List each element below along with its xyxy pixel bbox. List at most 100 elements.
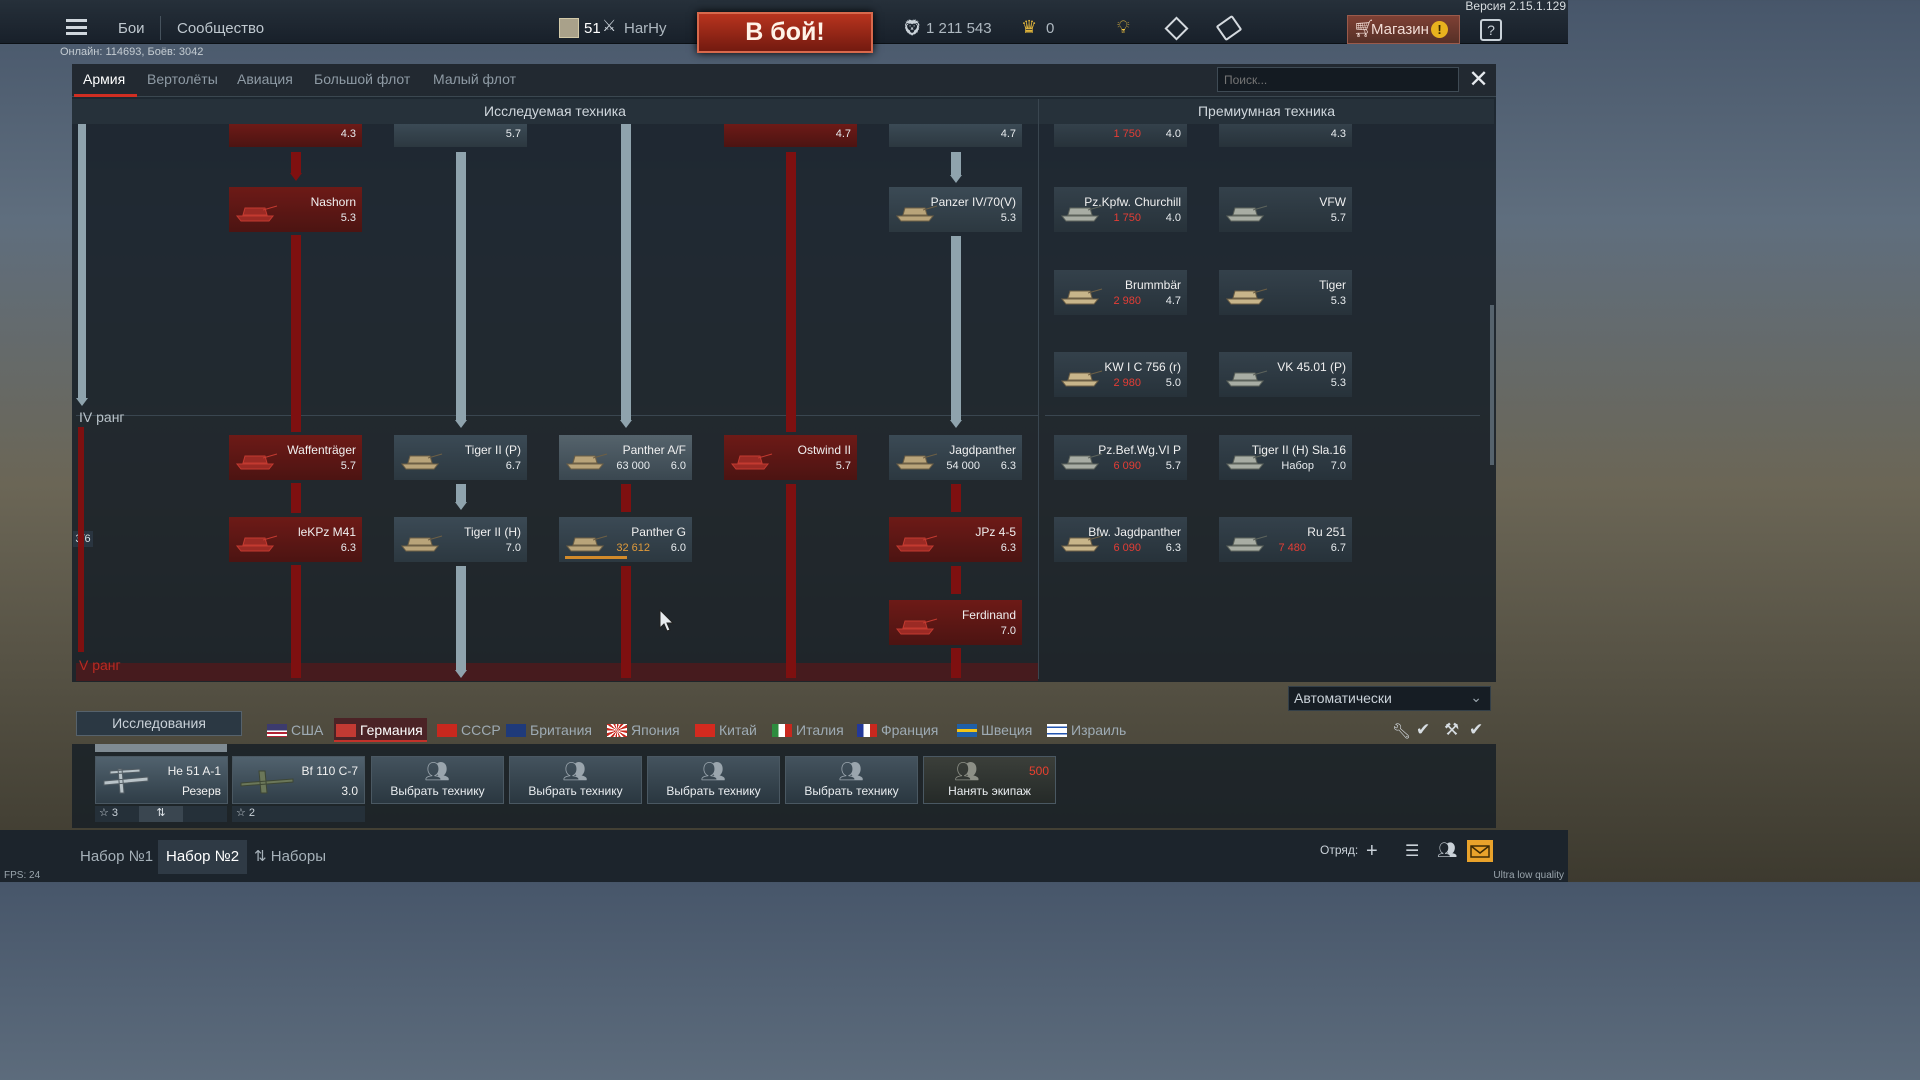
price: 2 980 [1113, 377, 1141, 389]
avatar[interactable] [559, 18, 579, 38]
connector-line [456, 484, 466, 502]
vehicle-name: Ferdinand [961, 608, 1016, 622]
premium-card-tiger[interactable]: Tiger 5.3 [1219, 270, 1352, 315]
vehicle-card-panther-af[interactable]: Panther A/F 63 000 6.0 [559, 435, 692, 480]
preset-1-tab[interactable]: Набор №1 [80, 848, 154, 865]
mail-icon[interactable] [1467, 840, 1493, 862]
country-italy[interactable]: Италия [772, 722, 844, 738]
crew-slot-mode-dropdown[interactable]: Автоматически ⌄ [1288, 686, 1491, 711]
premium-card-pz-bef-wg-vi-p[interactable]: Pz.Bef.Wg.VI P 6 090 5.7 [1054, 435, 1187, 480]
country-israel[interactable]: Израиль [1047, 722, 1126, 738]
vehicle-card-ferdinand[interactable]: Ferdinand 7.0 [889, 600, 1022, 645]
tab-aviation[interactable]: Авиация [237, 71, 293, 87]
hire-crew-label: Нанять экипаж [948, 784, 1031, 798]
country-britain[interactable]: Британия [506, 722, 592, 738]
usa-flag-icon [267, 724, 287, 737]
crew-slot-he51[interactable]: He 51 A-1 Резерв [95, 756, 228, 804]
premium-card-tiger-ii-h-sla16[interactable]: Tiger II (H) Sla.16 Набор 7.0 [1219, 435, 1352, 480]
premium-card-partial[interactable]: 4.3 [1219, 124, 1352, 147]
crew-silhouette-icon: 👥︎ [838, 761, 864, 783]
vehicle-card-waffentrager[interactable]: Waffenträger 5.7 [229, 435, 362, 480]
country-france[interactable]: Франция [857, 722, 938, 738]
swap-icon[interactable]: ⇅ [139, 806, 183, 822]
player-name[interactable]: HarHy [624, 20, 667, 37]
close-button[interactable]: ✕ [1468, 66, 1489, 93]
country-germany[interactable]: Германия [336, 722, 423, 738]
add-squad-member-icon[interactable]: + [1366, 840, 1378, 862]
tab-army[interactable]: Армия [83, 71, 126, 87]
vehicle-card-partial[interactable]: 4.7 [889, 124, 1022, 147]
crew-level-value: 2 [248, 807, 256, 819]
country-label: Италия [796, 722, 844, 738]
country-ussr[interactable]: СССР [437, 722, 501, 738]
premium-card-brummbar[interactable]: Brummbär 2 980 4.7 [1054, 270, 1187, 315]
premium-card-vfw[interactable]: VFW 5.7 [1219, 187, 1352, 232]
nav-battles[interactable]: Бои [118, 20, 145, 37]
connector-line [786, 484, 796, 678]
vehicle-name: Brummbär [1124, 278, 1181, 292]
choose-vehicle-label: Выбрать технику [666, 784, 761, 798]
tab-helicopters[interactable]: Вертолёты [147, 71, 218, 87]
presets-label: Наборы [270, 848, 326, 865]
vehicle-card-jpz-4-5[interactable]: JPz 4-5 6.3 [889, 517, 1022, 562]
research-cost: 54 000 [946, 460, 980, 472]
premium-card-churchill[interactable]: Pz.Kpfw. Churchill 1 750 4.0 [1054, 187, 1187, 232]
shop-button[interactable]: 🛒︎ Магазин ! [1347, 15, 1460, 44]
vehicle-card-partial[interactable]: 5.7 [394, 124, 527, 147]
country-sweden[interactable]: Швеция [957, 722, 1032, 738]
tree-scrollbar[interactable] [1490, 305, 1494, 465]
premium-card-kw-i-c-756[interactable]: KW I C 756 (r) 2 980 5.0 [1054, 352, 1187, 397]
premium-card-vk-4501-p[interactable]: VK 45.01 (P) 5.3 [1219, 352, 1352, 397]
nav-community[interactable]: Сообщество [177, 20, 265, 37]
battle-rating: 7.0 [1330, 460, 1346, 472]
mouse-cursor-icon [659, 609, 675, 632]
premium-card-ru-251[interactable]: Ru 251 7 480 6.7 [1219, 517, 1352, 562]
help-button[interactable]: ? [1480, 19, 1502, 41]
country-japan[interactable]: Япония [607, 722, 680, 738]
check-icon[interactable]: ✔ [1416, 720, 1431, 739]
premium-card-partial[interactable]: 1 750 4.0 [1054, 124, 1187, 147]
preset-2-tab[interactable]: Набор №2 [158, 840, 248, 874]
slot-vehicle-name: He 51 A-1 [167, 764, 221, 778]
battle-rating: 6.7 [1330, 542, 1346, 554]
vehicle-card-partial[interactable]: 4.3 [229, 124, 362, 147]
crew-slot-bf110[interactable]: Bf 110 C-7 3.0 [232, 756, 365, 804]
research-toggle-button[interactable]: Исследования [76, 711, 242, 736]
vehicle-card-tiger-ii-p[interactable]: Tiger II (P) 6.7 [394, 435, 527, 480]
vehicle-card-partial[interactable]: 4.7 [724, 124, 857, 147]
vehicle-name: Panzer IV/70(V) [930, 195, 1016, 209]
vehicle-card-panzer-iv-70[interactable]: Panzer IV/70(V) 5.3 [889, 187, 1022, 232]
vehicle-name: Jagdpanther [949, 443, 1016, 457]
to-battle-button[interactable]: В бой! [697, 12, 873, 53]
hamburger-menu-icon[interactable] [66, 19, 87, 35]
country-china[interactable]: Китай [695, 722, 757, 738]
crew-slot-empty[interactable]: 👥︎Выбрать технику [509, 756, 642, 804]
premium-card-bfw-jagdpanther[interactable]: Bfw. Jagdpanther 6 090 6.3 [1054, 517, 1187, 562]
contacts-icon[interactable]: 👥︎ [1437, 842, 1458, 859]
hire-crew-slot[interactable]: 👥︎ 500 Нанять экипаж [923, 756, 1056, 804]
tank-icon [895, 535, 938, 552]
rank-v-band [76, 663, 1038, 681]
list-icon[interactable]: ☰ [1405, 843, 1420, 860]
vehicle-card-tiger-ii-h[interactable]: Tiger II (H) 7.0 [394, 517, 527, 562]
repair-all-icon[interactable]: ⚒ [1444, 720, 1460, 739]
check-icon[interactable]: ✔ [1469, 720, 1484, 739]
vehicle-card-ostwind-ii[interactable]: Ostwind II 5.7 [724, 435, 857, 480]
vehicle-name: VFW [1319, 195, 1346, 209]
crew-slot-empty[interactable]: 👥︎Выбрать технику [785, 756, 918, 804]
connector-arrow [76, 398, 88, 406]
vehicle-card-nashorn[interactable]: Nashorn 5.3 [229, 187, 362, 232]
tank-icon [1060, 288, 1103, 305]
vehicle-card-panther-g[interactable]: Panther G 32 612 6.0 [559, 517, 692, 562]
crew-slot-empty[interactable]: 👥︎Выбрать технику [647, 756, 780, 804]
tab-coastal-fleet[interactable]: Малый флот [433, 71, 516, 87]
wrench-icon[interactable]: 🔧︎ [1392, 723, 1412, 740]
search-input[interactable] [1217, 67, 1459, 92]
tab-bluewater-fleet[interactable]: Большой флот [314, 71, 411, 87]
presets-menu[interactable]: ⇅ Наборы [246, 840, 334, 874]
lightbulb-icon[interactable]: 💡︎ [1117, 17, 1130, 37]
vehicle-card-jagdpanther[interactable]: Jagdpanther 54 000 6.3 [889, 435, 1022, 480]
vehicle-card-lekpz-m41[interactable]: leKPz M41 6.3 [229, 517, 362, 562]
crew-slot-empty[interactable]: 👥︎Выбрать технику [371, 756, 504, 804]
country-usa[interactable]: США [267, 722, 323, 738]
